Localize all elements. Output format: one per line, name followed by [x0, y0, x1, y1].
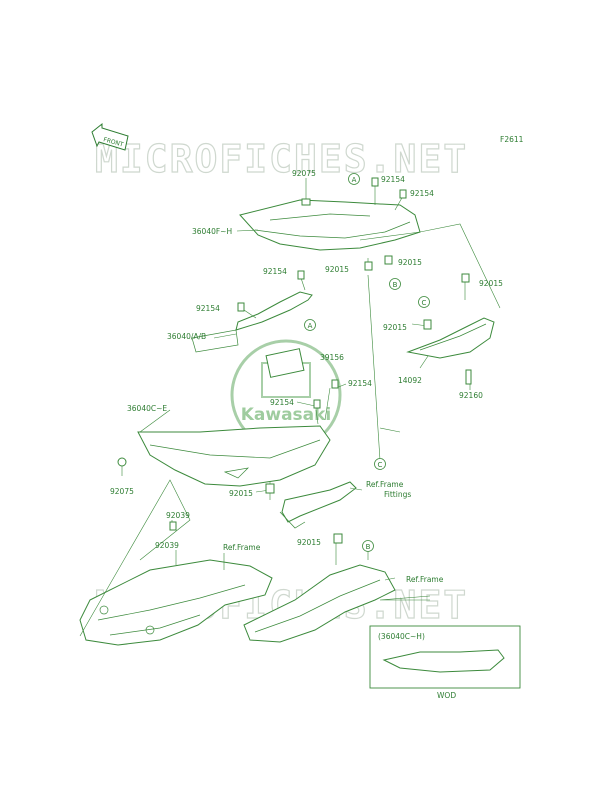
- callout-a1: A: [348, 173, 360, 185]
- callout-c1: C: [418, 296, 430, 308]
- label-92015-e: 92015: [229, 489, 253, 498]
- sticker-part: [265, 348, 305, 378]
- inset-box: (36040C~H) WOD: [369, 625, 521, 700]
- label-36040ab: 36040/A/B: [167, 332, 206, 341]
- label-92160: 92160: [459, 391, 483, 400]
- side-cover-part: [137, 425, 331, 487]
- label-92154-b: 92154: [410, 189, 434, 198]
- callout-b2-text: B: [366, 543, 371, 551]
- label-92154-c: 92154: [263, 267, 287, 276]
- label-36040fh: 36040F~H: [192, 227, 232, 236]
- fittings-bracket-part: [279, 481, 357, 529]
- label-39156: 39156: [320, 353, 344, 362]
- left-frame-part: [79, 559, 273, 646]
- watermark-top: MICROFICHES.NET: [95, 137, 468, 181]
- label-92075-top: 92075: [292, 169, 316, 178]
- label-92154-e: 92154: [348, 379, 372, 388]
- callout-c1-text: C: [422, 299, 427, 307]
- inset-caption: WOD: [437, 691, 456, 700]
- callout-a1-text: A: [352, 176, 357, 184]
- callout-c2-text: C: [378, 461, 383, 469]
- label-92015-c: 92015: [479, 279, 503, 288]
- right-frame-part: [243, 564, 396, 643]
- callout-b2: B: [362, 540, 374, 552]
- label-92154-f: 92154: [270, 398, 294, 407]
- label-92154-a: 92154: [381, 175, 405, 184]
- label-36040ce: 36040C~E: [127, 404, 167, 413]
- label-92075-bottom: 92075: [110, 487, 134, 496]
- label-92015-a: 92015: [325, 265, 349, 274]
- figure-code: F2611: [500, 135, 524, 144]
- label-92039-a: 92039: [166, 511, 190, 520]
- label-92015-f: 92015: [297, 538, 321, 547]
- ref-frame-fittings-line2: Fittings: [384, 490, 411, 499]
- logo-text: Kawasaki: [241, 405, 332, 425]
- ref-frame-right: Ref.Frame: [406, 575, 444, 584]
- callout-b1-text: B: [393, 281, 398, 289]
- upper-cowl-part: [239, 199, 421, 251]
- label-92039-b: 92039: [155, 541, 179, 550]
- inset-title: (36040C~H): [378, 632, 425, 641]
- fasteners: [117, 177, 472, 544]
- callout-b1: B: [389, 278, 401, 290]
- bracket-part: [191, 291, 313, 353]
- label-92154-d: 92154: [196, 304, 220, 313]
- ref-frame-left: Ref.Frame: [223, 543, 261, 552]
- label-92015-d: 92015: [383, 323, 407, 332]
- callout-c2: C: [374, 458, 386, 470]
- label-92015-b: 92015: [398, 258, 422, 267]
- callout-a2-text: A: [308, 322, 313, 330]
- ref-frame-fittings-line1: Ref.Frame: [366, 480, 404, 489]
- label-14092: 14092: [398, 376, 422, 385]
- small-cover-part: [406, 317, 495, 359]
- callout-a2: A: [304, 319, 316, 331]
- leader-lines: [79, 178, 501, 637]
